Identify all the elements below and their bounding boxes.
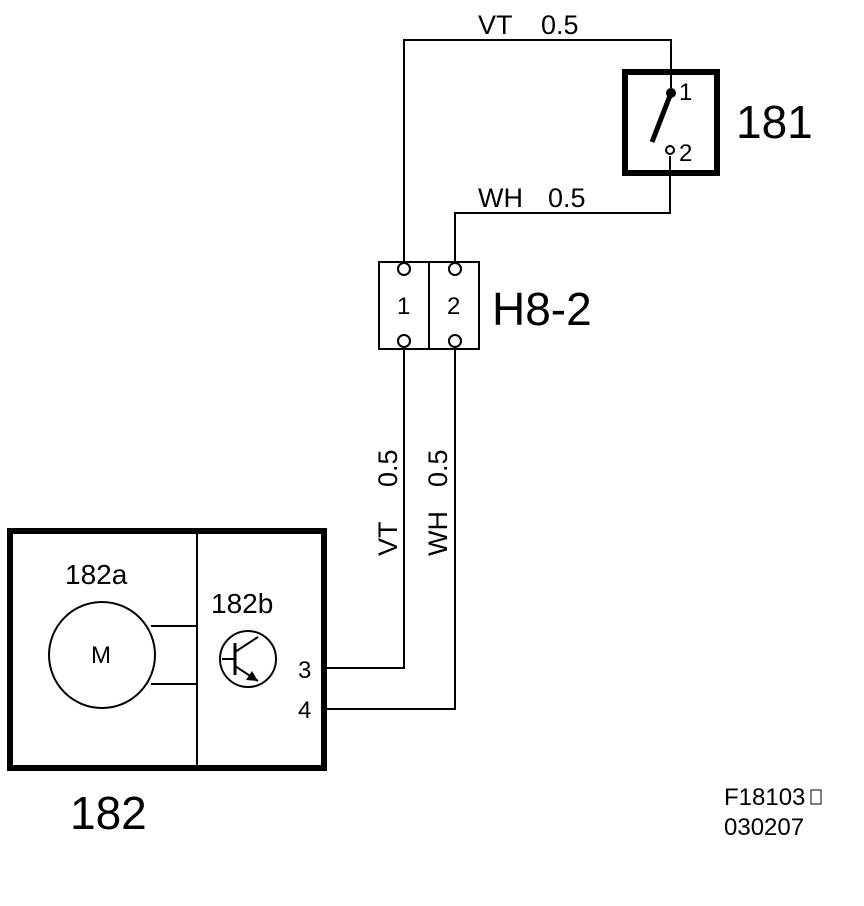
wire-label-top-vt-color: VT — [478, 10, 513, 40]
date-code: 030207 — [724, 814, 804, 841]
motor-182a-circle — [48, 601, 156, 709]
figure-id-box-glyph-icon — [810, 789, 822, 805]
wire-label-top-wh-size: 0.5 — [548, 183, 586, 213]
wire-label-lower-vt-size: 0.5 — [373, 449, 403, 487]
wire-vt-lower — [322, 348, 405, 669]
connector-h8-2-pin1-top — [397, 262, 411, 276]
wires — [322, 39, 672, 710]
switch-181-contact-lever — [649, 92, 674, 143]
unit-182-box — [7, 528, 327, 771]
wire-wh-upper — [454, 156, 671, 262]
transistor-182b: 182b — [211, 588, 277, 688]
wire-wh-lower — [322, 348, 456, 710]
switch-181: 1 2 181 — [622, 69, 813, 176]
wire-label-top-vt-size: 0.5 — [541, 10, 579, 40]
wire-label-top-wh-color: WH — [478, 183, 523, 213]
motor-182a: 182a M — [48, 559, 197, 709]
switch-181-label: 181 — [736, 96, 813, 148]
motor-182a-symbol: M — [91, 642, 111, 669]
unit-182-pin4-label: 4 — [298, 697, 311, 724]
switch-181-pin2-terminal — [665, 145, 675, 155]
wire-labels: VT 0.5 WH 0.5 VT 0.5 WH 0.5 — [373, 10, 586, 556]
switch-181-pin1-label: 1 — [679, 79, 692, 106]
connector-h8-2-pin2-top — [448, 262, 462, 276]
connector-h8-2-pin2-label: 2 — [447, 293, 460, 320]
switch-181-pin2-label: 2 — [679, 140, 692, 167]
connector-h8-2-pin1-label: 1 — [397, 293, 410, 320]
connector-h8-2-pin2-bottom — [448, 334, 462, 348]
wire-label-lower-vt-color: VT — [373, 521, 403, 556]
transistor-emitter-arrow-icon — [246, 671, 258, 681]
unit-182: 182a M 182b 3 4 182 — [7, 528, 327, 839]
connector-h8-2: 1 2 H8-2 — [378, 261, 592, 350]
motor-182a-label: 182a — [65, 559, 128, 590]
unit-182-pin3-label: 3 — [298, 657, 311, 684]
wire-label-lower-wh-color: WH — [423, 511, 453, 556]
figure-reference: F18103 030207 — [724, 784, 822, 841]
wire-vt-upper — [403, 39, 672, 262]
connector-h8-2-pin1-bottom — [397, 334, 411, 348]
unit-182-label: 182 — [70, 787, 147, 839]
wire-label-lower-wh-size: 0.5 — [423, 449, 453, 487]
switch-181-box — [622, 69, 720, 176]
transistor-182b-label: 182b — [211, 588, 273, 619]
connector-h8-2-label: H8-2 — [492, 283, 592, 335]
transistor-collector — [234, 636, 259, 653]
transistor-symbol-icon — [219, 630, 277, 688]
figure-id: F18103 — [724, 784, 805, 811]
